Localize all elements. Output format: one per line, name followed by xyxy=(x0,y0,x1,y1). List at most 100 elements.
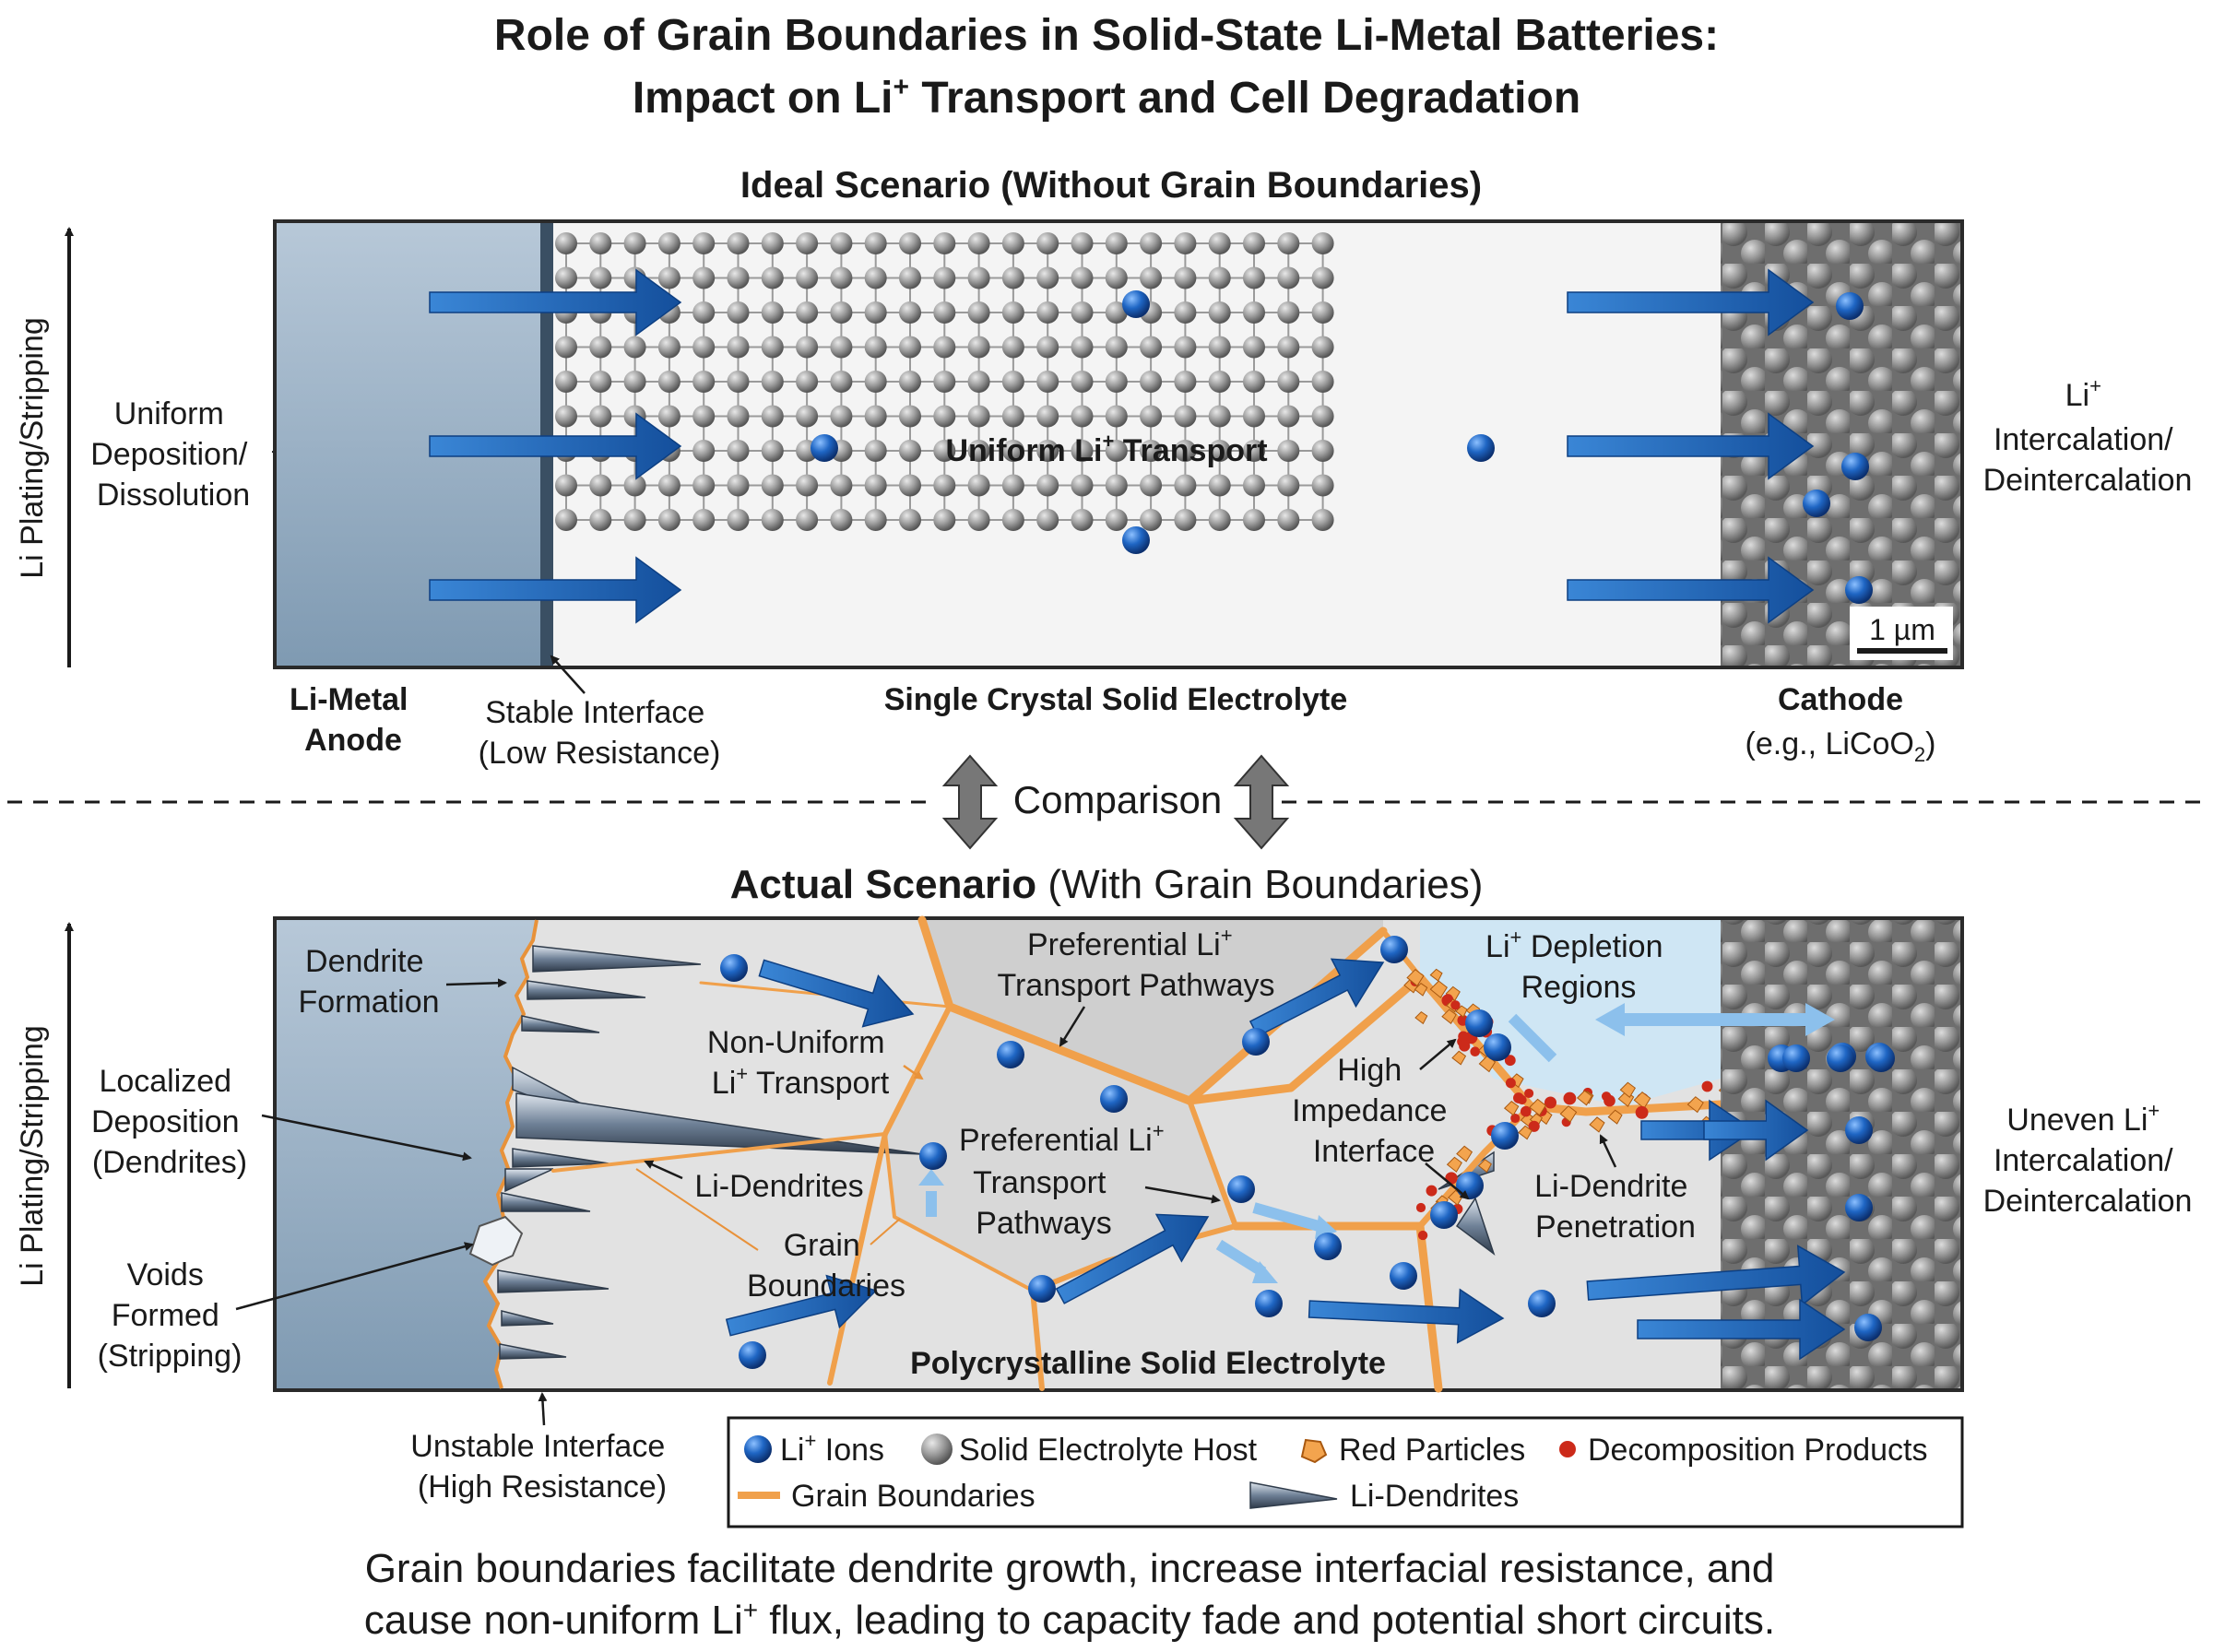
host-atom xyxy=(692,336,716,359)
host-atom xyxy=(1071,474,1094,497)
li-dendrite xyxy=(1455,1197,1496,1257)
decomposition-product xyxy=(1701,1080,1713,1092)
ideal-electrolyte-caption: Single Crystal Solid Electrolyte xyxy=(884,682,1348,717)
host-atom xyxy=(623,371,646,393)
actual-arrows xyxy=(725,958,1846,1361)
li-flux-arrow xyxy=(758,959,915,1028)
host-atom xyxy=(1071,371,1094,393)
leader-non-uniform xyxy=(903,1064,924,1080)
li-flux-arrow xyxy=(1308,1288,1505,1344)
host-atom xyxy=(967,301,990,324)
host-atom xyxy=(796,405,819,428)
li-ion xyxy=(1854,1314,1882,1341)
depletion-arrow xyxy=(1508,1013,1557,1063)
host-atom xyxy=(589,371,612,393)
host-atom xyxy=(761,440,784,462)
host-atom xyxy=(1243,371,1265,393)
li-flux-arrow xyxy=(429,268,682,336)
host-atom xyxy=(1174,509,1197,531)
actual-ions xyxy=(720,936,1895,1369)
host-atom xyxy=(657,509,680,531)
host-atom xyxy=(864,440,887,462)
host-atom xyxy=(1001,405,1024,428)
host-atom xyxy=(1071,301,1094,324)
host-atom xyxy=(1140,405,1163,428)
red-particle xyxy=(1456,1145,1473,1162)
leader-li-dendrites xyxy=(644,1160,683,1180)
ideal-center-label: Uniform Li+ Transport xyxy=(945,430,1267,468)
red-particle xyxy=(1633,1092,1651,1109)
host-atom xyxy=(1311,405,1334,428)
legend-li-dendrites: Li-Dendrites xyxy=(1350,1479,1519,1514)
host-atom xyxy=(1208,266,1231,289)
decomposition-product xyxy=(1470,1046,1480,1056)
host-atom xyxy=(1174,405,1197,428)
red-particle xyxy=(1559,1105,1578,1123)
ideal-anode-caption: Li-Metal Anode xyxy=(290,682,417,758)
host-atom xyxy=(589,509,612,531)
red-particle xyxy=(1518,1125,1533,1140)
li-ion xyxy=(1465,1009,1493,1037)
host-atom xyxy=(1001,232,1024,254)
li-ion xyxy=(1845,576,1873,604)
host-atom xyxy=(1311,232,1334,254)
leader-dendrite-formation xyxy=(445,978,507,988)
host-atom xyxy=(1174,474,1197,497)
host-atom xyxy=(623,509,646,531)
host-atom xyxy=(1105,266,1128,289)
host-atom xyxy=(830,509,853,531)
li-ion xyxy=(1242,1028,1270,1056)
leader-impedance-2 xyxy=(1425,1162,1470,1200)
decomposition-product xyxy=(1517,1095,1527,1105)
label-penetration: Li-Dendrite Penetration xyxy=(1534,1169,1697,1245)
host-atom xyxy=(589,405,612,428)
scale-bar: 1 µm xyxy=(1850,607,1953,660)
host-atom xyxy=(933,301,956,324)
host-atom xyxy=(864,509,887,531)
host-atom xyxy=(830,371,853,393)
li-flux-arrow xyxy=(725,1274,878,1337)
faint-flux-arrow-head xyxy=(918,1169,944,1186)
host-atom xyxy=(1071,266,1094,289)
ideal-cathode-example: (e.g., LiCoO2) xyxy=(1746,726,1936,766)
void-shape xyxy=(468,1215,524,1267)
depletion-arrow-head-right xyxy=(1805,1003,1835,1036)
decomposition-product xyxy=(1415,1202,1426,1213)
host-atom xyxy=(1036,232,1059,254)
host-atom xyxy=(555,509,577,531)
host-atom xyxy=(1140,266,1163,289)
host-atom xyxy=(1105,405,1128,428)
host-atom xyxy=(727,371,750,393)
legend-red-particle-swatch xyxy=(1300,1438,1328,1464)
host-atom xyxy=(1071,440,1094,462)
red-particle xyxy=(1446,1156,1462,1173)
li-flux-arrow xyxy=(1586,1245,1846,1306)
red-particle xyxy=(1477,1159,1492,1174)
li-ion xyxy=(1867,1044,1895,1072)
decomposition-product xyxy=(1450,1000,1461,1010)
depletion-arrow-head-left xyxy=(1595,1003,1625,1036)
li-ion xyxy=(1827,1044,1854,1072)
host-atom xyxy=(1277,266,1300,289)
host-atom xyxy=(1001,266,1024,289)
host-atom xyxy=(1001,509,1024,531)
host-atom xyxy=(1001,301,1024,324)
red-particle xyxy=(1509,1073,1524,1089)
label-voids: Voids Formed (Stripping) xyxy=(98,1257,243,1374)
legend-li-ions: Li+ Ions xyxy=(780,1429,884,1468)
actual-cathode-particles xyxy=(1721,920,1960,1388)
host-atom xyxy=(657,266,680,289)
li-flux-arrow xyxy=(1567,268,1815,336)
host-atom xyxy=(692,232,716,254)
host-atom xyxy=(1208,440,1231,462)
host-atom xyxy=(555,336,577,359)
leader-pref-top xyxy=(1059,1006,1086,1047)
host-atom xyxy=(899,336,921,359)
host-atom xyxy=(1036,371,1059,393)
decomposition-product xyxy=(1510,1113,1521,1124)
legend-decomposition: Decomposition Products xyxy=(1588,1433,1928,1468)
host-atom xyxy=(1208,232,1231,254)
host-atom xyxy=(727,509,750,531)
red-particle xyxy=(1429,968,1443,982)
